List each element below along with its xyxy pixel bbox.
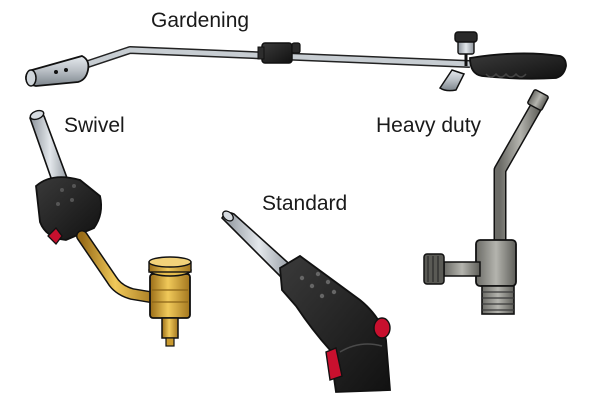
gardening-handle — [469, 52, 567, 80]
heavy-duty-nozzle — [527, 89, 549, 111]
label-standard: Standard — [262, 192, 348, 215]
gardening-torch — [25, 31, 567, 92]
heavy-duty-torch — [423, 89, 549, 315]
label-heavy-duty: Heavy duty — [376, 114, 482, 137]
standard-trigger — [325, 347, 343, 381]
swivel-torch — [29, 109, 192, 347]
heavy-duty-control-knob — [423, 253, 445, 285]
heavy-duty-valve-body — [423, 239, 517, 315]
gardening-nozzle — [25, 55, 90, 87]
swivel-igniter-button — [47, 227, 63, 245]
label-swivel: Swivel — [64, 114, 125, 137]
gardening-clamp — [257, 42, 301, 64]
standard-body — [279, 254, 391, 393]
gardening-valve — [438, 31, 478, 92]
standard-burner-tube — [221, 210, 298, 282]
standard-torch — [221, 210, 391, 393]
swivel-burner-tube — [29, 109, 72, 194]
swivel-brass-connector — [148, 256, 192, 347]
standard-adjuster-knob — [373, 317, 391, 339]
swivel-grip — [35, 176, 103, 245]
label-gardening: Gardening — [151, 9, 250, 32]
